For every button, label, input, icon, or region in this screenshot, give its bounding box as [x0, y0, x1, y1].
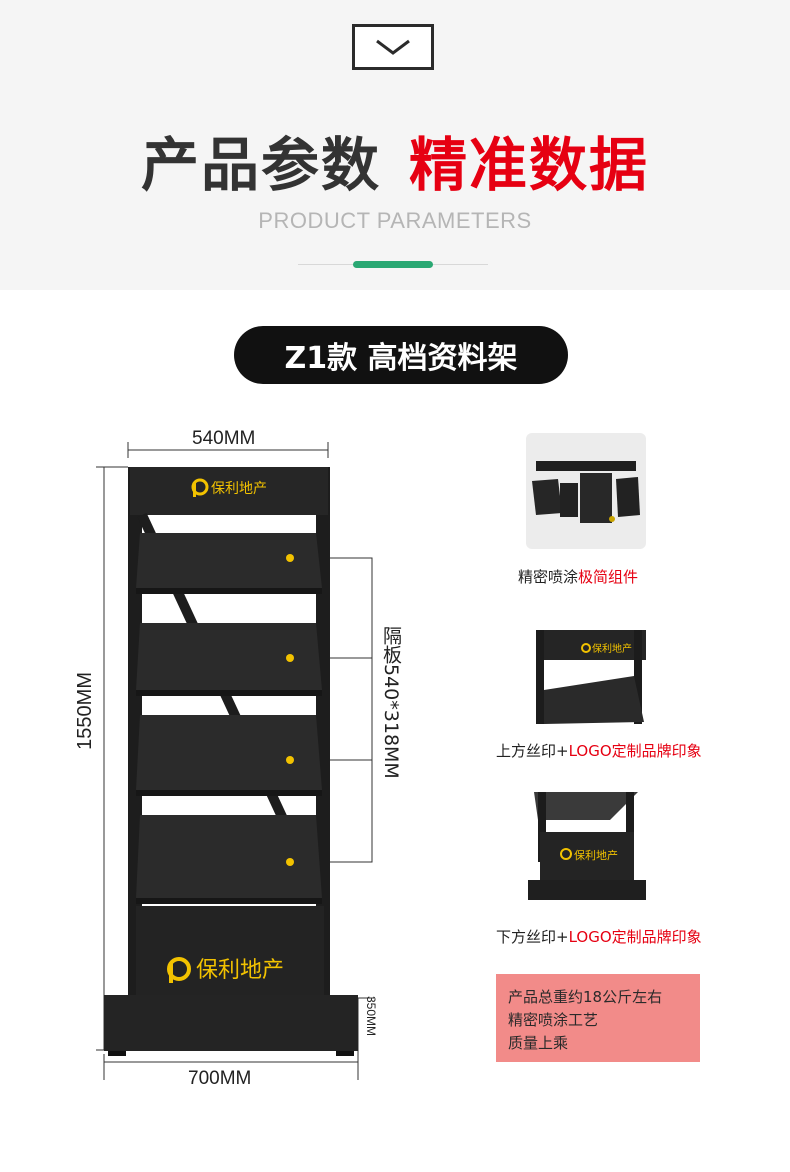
title-gray: 产品参数: [140, 131, 381, 199]
base-width-label: 700MM: [188, 1068, 252, 1089]
spec-quality: 质量上乘: [508, 1034, 569, 1052]
shelf: [136, 815, 322, 898]
caption-components: 精密喷涂极简组件: [518, 568, 639, 586]
top-printing-photo: 保利地产: [530, 630, 646, 724]
shelf: [136, 623, 322, 690]
caption-bottom-print: 下方丝印+LOGO定制品牌印象: [496, 928, 702, 946]
caption-top-print: 上方丝印+LOGO定制品牌印象: [496, 742, 702, 760]
height-label: 1550MM: [74, 672, 96, 750]
base-foot: [336, 1051, 354, 1056]
bottom-printing-photo: 保利地产: [526, 792, 648, 900]
base-foot: [108, 1051, 126, 1056]
width-top-label: 540MM: [192, 428, 256, 449]
bottom-logo-text: 保利地产: [196, 958, 284, 983]
page-subtitle: PRODUCT PARAMETERS: [258, 208, 532, 233]
bottom-cabinet: [136, 906, 324, 995]
product-drawing: 保利地产 保利地产: [96, 442, 374, 1080]
right-post: [316, 467, 330, 995]
top-logo-text: 保利地产: [211, 481, 267, 497]
brand-logo-icon: [167, 957, 191, 983]
svg-text:保利地产: 保利地产: [574, 848, 618, 862]
scroll-down-button[interactable]: [352, 24, 434, 70]
callout-dots: [286, 554, 294, 866]
page-title: 产品参数精准数据: [0, 118, 790, 202]
spec-box: 产品总重约18公斤左右 精密喷涂工艺 质量上乘: [496, 974, 700, 1062]
model-label: Z1款 高档资料架: [234, 326, 568, 384]
shelf-size-label: 隔板540*318MM: [380, 626, 402, 779]
brand-logo-icon: [191, 478, 209, 497]
components-photo: [526, 433, 646, 549]
spec-process: 精密喷涂工艺: [508, 1011, 599, 1029]
chevron-down-icon: [376, 39, 410, 55]
title-red: 精准数据: [409, 131, 650, 199]
shelf: [136, 715, 322, 790]
divider-accent: [353, 261, 433, 268]
base-depth-label: 350MM: [364, 996, 378, 1037]
shelves: [136, 533, 322, 904]
rack-base: [104, 995, 358, 1051]
svg-text:保利地产: 保利地产: [592, 642, 632, 655]
shelf: [136, 533, 322, 588]
top-header-panel: [130, 467, 328, 515]
spec-weight: 产品总重约18公斤左右: [508, 988, 663, 1006]
